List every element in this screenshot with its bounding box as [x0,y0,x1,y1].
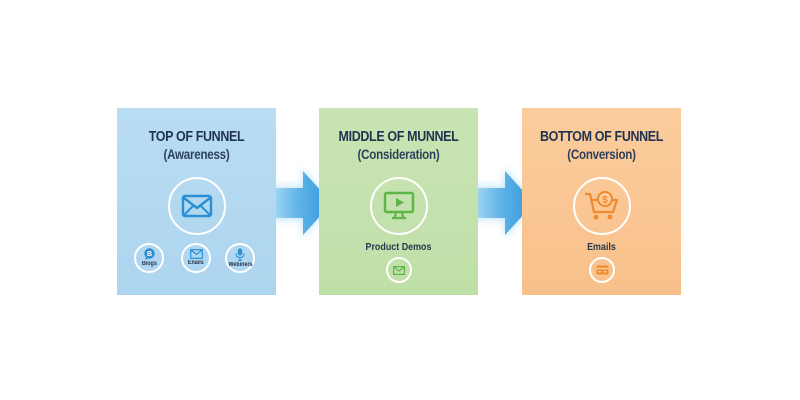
channel-label: Enails [188,260,204,266]
svg-text:B: B [146,251,151,258]
svg-text:$: $ [602,195,608,206]
credit-card-icon [589,257,615,283]
channel-blogs: B Blogs [134,243,164,273]
stage-title: MIDDLE OF MUNNEL [338,129,459,145]
microphone-icon [235,248,245,261]
stage-middle-of-funnel: MIDDLE OF MUNNEL (Consideration) Product… [319,108,478,295]
monitor-play-icon [369,177,428,235]
stage-top-of-funnel: TOP OF FUNNEL (Awareness) B Blogs Enails… [117,108,276,295]
stage-label: Product Demos [365,241,432,253]
envelope-icon [386,257,412,283]
arrow-middle-to-bottom [470,168,535,238]
channel-label: Blogs [141,261,157,267]
stage-subtitle: (Conversion) [567,147,636,162]
channel-webinars: Webiners [225,243,255,273]
stage-subtitle: (Awareness) [163,147,230,162]
cart-dollar-icon: $ [572,177,631,235]
channel-label: Webiners [227,261,253,268]
stage-bottom-of-funnel: BOTTOM OF FUNNEL (Conversion) $ Emails [522,108,681,295]
channel-emails: Enails [181,243,211,273]
blog-bubble-icon: B [143,248,155,260]
arrow-top-to-middle [268,168,333,238]
stage-title: TOP OF FUNNEL [148,129,245,145]
envelope-icon [189,249,203,259]
stage-title: BOTTOM OF FUNNEL [539,129,664,145]
stage-subtitle: (Consideration) [357,147,440,162]
stage-label: Emails [587,241,616,253]
envelope-icon [167,177,226,235]
